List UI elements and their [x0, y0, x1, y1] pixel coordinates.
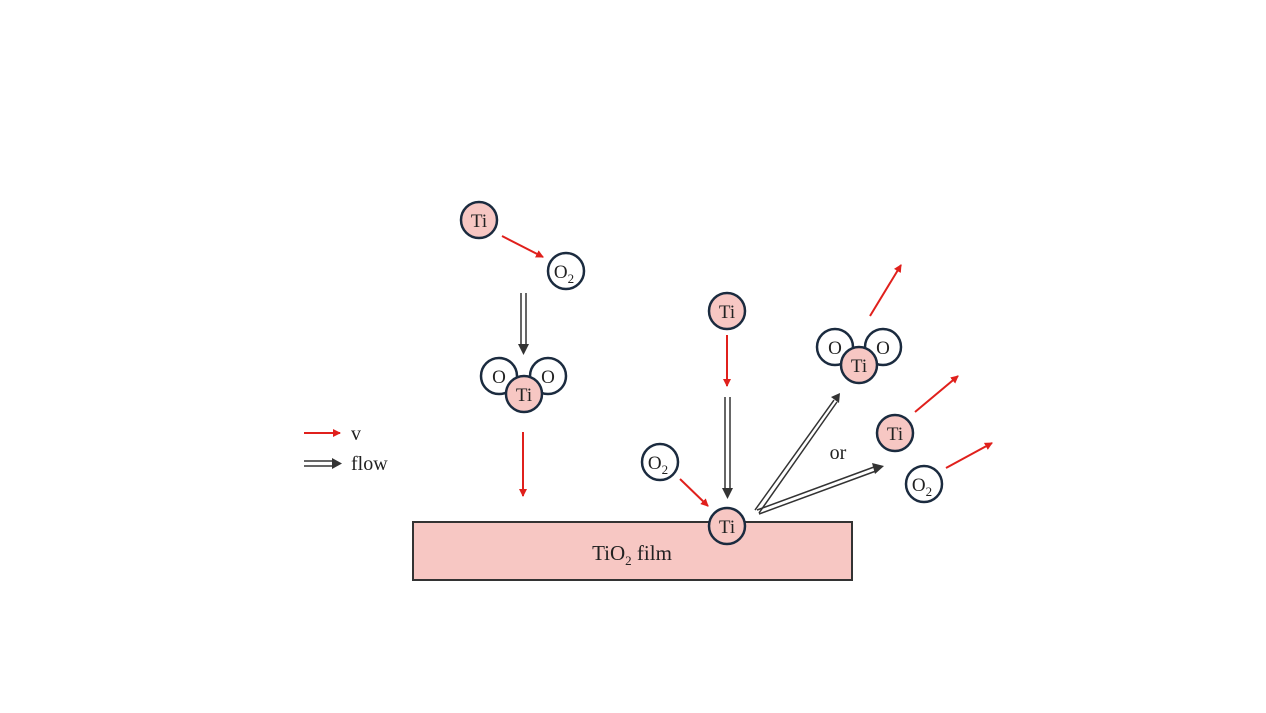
o2-molecule: O2: [546, 251, 586, 291]
svg-text:O: O: [492, 367, 506, 388]
film-label-base: TiO: [592, 541, 625, 565]
legend-flow-arrow: [304, 458, 342, 469]
svg-text:Ti: Ti: [887, 424, 903, 445]
or-label: or: [830, 442, 847, 464]
desorbed-o2-velocity-arrow: [945, 442, 993, 469]
desorbed-tio2-velocity-arrow: [869, 264, 902, 317]
svg-text:O2: O2: [648, 453, 668, 477]
svg-text:Ti: Ti: [516, 385, 532, 406]
svg-text:O: O: [828, 338, 842, 359]
film-label-subscript: 2: [625, 553, 632, 568]
svg-text:O2: O2: [912, 475, 932, 499]
svg-text:O2: O2: [554, 262, 574, 286]
svg-text:Ti: Ti: [719, 517, 735, 538]
incoming-o2-velocity-arrow: [679, 478, 709, 507]
surface-reaction: Ti O2 Ti or O: [640, 264, 993, 546]
svg-text:O: O: [541, 367, 555, 388]
flow-arrow-down-left: [518, 293, 529, 355]
desorbed-o2-molecule: O2: [904, 464, 944, 504]
svg-text:Ti: Ti: [851, 356, 867, 377]
incoming-o2-molecule: O2: [640, 442, 680, 482]
flow-arrow-up-right-shallow: [756, 463, 884, 515]
film-rect: [412, 521, 853, 581]
incoming-ti-atom: Ti: [707, 291, 747, 331]
legend: v flow: [304, 423, 388, 475]
surface-ti-atom: Ti: [707, 506, 747, 546]
flow-arrow-up-right-steep: [754, 393, 840, 514]
flow-arrow-down-right: [722, 397, 733, 499]
desorbed-ti-atom: Ti: [875, 413, 915, 453]
film-label: TiO2 film: [592, 541, 672, 568]
film-label-suffix: film: [632, 541, 672, 565]
gas-phase-reaction: Ti O2 O O Ti: [459, 200, 586, 497]
tio2-film: TiO2 film: [412, 521, 853, 581]
desorbed-tio2-molecule: O O Ti: [815, 327, 903, 385]
svg-text:Ti: Ti: [471, 211, 487, 232]
legend-velocity-label: v: [351, 423, 361, 445]
svg-text:O: O: [876, 338, 890, 359]
svg-text:Ti: Ti: [719, 302, 735, 323]
ti-velocity-arrow: [501, 235, 544, 258]
legend-flow-label: flow: [351, 453, 388, 475]
tio2-molecule: O O Ti: [479, 356, 568, 414]
ti-atom: Ti: [459, 200, 499, 240]
desorbed-ti-velocity-arrow: [914, 375, 959, 413]
